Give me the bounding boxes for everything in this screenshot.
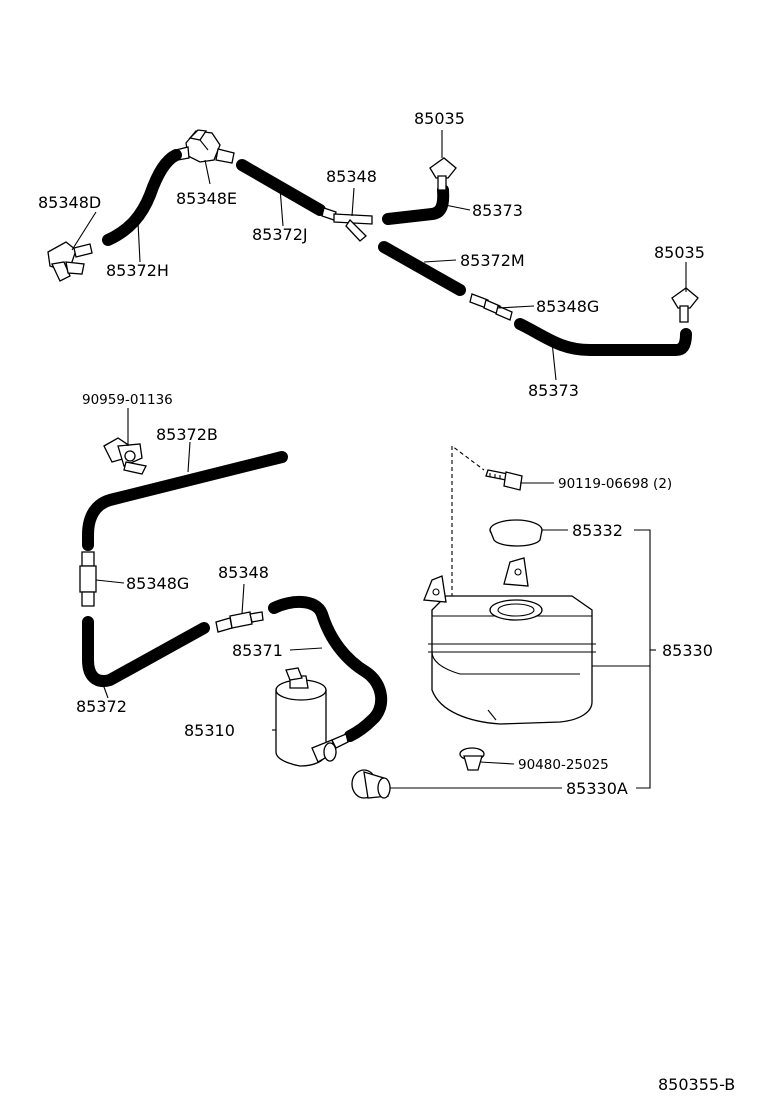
nozzle-85035-right <box>671 287 699 323</box>
clip-90959-01136 <box>103 437 147 475</box>
joint-85348g-upper <box>469 293 513 321</box>
hose-85373-lower <box>514 318 692 356</box>
label-90959-01136: 90959-01136 <box>82 392 173 408</box>
bolt-90119-06698 <box>485 469 523 491</box>
label-90480-25025: 90480-25025 <box>518 757 609 773</box>
label-85330: 85330 <box>662 641 713 660</box>
label-85348g-upper: 85348G <box>536 297 599 316</box>
hose-85372m <box>378 241 466 296</box>
dashed-guide-line <box>451 444 485 604</box>
label-85372j: 85372J <box>252 225 308 244</box>
label-85035-upper: 85035 <box>414 109 465 128</box>
label-85348-lower: 85348 <box>218 563 269 582</box>
label-85348d: 85348D <box>38 193 101 212</box>
label-85310: 85310 <box>184 721 235 740</box>
label-90119-06698: 90119-06698 (2) <box>558 476 672 492</box>
label-85332: 85332 <box>572 521 623 540</box>
label-85348g-lower: 85348G <box>126 574 189 593</box>
label-85348e: 85348E <box>176 189 237 208</box>
joint-85348-upper <box>321 207 373 242</box>
label-85371: 85371 <box>232 641 283 660</box>
washer-pump-85310 <box>275 667 349 767</box>
label-85330a: 85330A <box>566 779 628 798</box>
label-85373-upper: 85373 <box>472 201 523 220</box>
label-85372b: 85372B <box>156 425 218 444</box>
label-85373-lower: 85373 <box>528 381 579 400</box>
label-85372h: 85372H <box>106 261 169 280</box>
joint-85348g-lower <box>79 551 97 607</box>
label-85372: 85372 <box>76 697 127 716</box>
washer-tank-85330 <box>423 557 596 725</box>
label-85035-right: 85035 <box>654 243 705 262</box>
grommet-85330a <box>351 769 391 799</box>
hose-85372j <box>236 159 326 216</box>
diagram-code: 850355-B <box>658 1075 735 1094</box>
hose-85371 <box>268 596 388 742</box>
joint-85348e <box>175 129 235 164</box>
label-85372m: 85372M <box>460 251 525 270</box>
hose-85373-upper <box>382 184 450 225</box>
label-85348-upper: 85348 <box>326 167 377 186</box>
hose-85372b <box>82 451 288 551</box>
joint-85348d <box>47 241 93 282</box>
cap-85332 <box>489 519 543 547</box>
nozzle-85035-upper <box>429 157 457 191</box>
hose-85372h <box>102 149 182 246</box>
joint-85348-lower <box>215 611 264 633</box>
hose-85372 <box>82 616 210 687</box>
plug-90480-25025 <box>459 747 485 771</box>
leader-lines <box>71 130 687 789</box>
